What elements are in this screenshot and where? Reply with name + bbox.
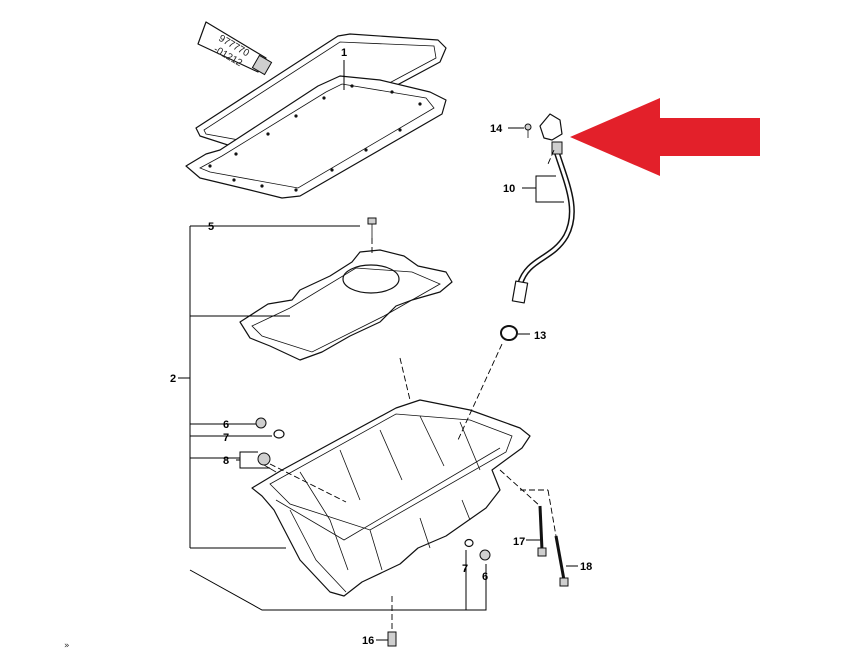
- callout-6-lower: 6: [482, 571, 488, 583]
- leader-lines: [178, 60, 578, 641]
- lower-gasket-plate: [185, 75, 447, 199]
- callout-1: 1: [341, 47, 347, 59]
- drain-plug-lower: [464, 538, 491, 561]
- callout-2: 2: [170, 373, 176, 385]
- assembly-lines: [269, 149, 557, 630]
- bolt-16: [387, 631, 397, 647]
- bolt-18: [554, 535, 569, 587]
- sealant-tube: 977770 -01212: [197, 21, 273, 76]
- callout-17: 17: [513, 536, 525, 548]
- drain-plug-upper: [255, 417, 285, 473]
- callout-16: 16: [362, 635, 374, 647]
- callout-14: 14: [490, 123, 503, 135]
- callout-7-upper: 7: [223, 432, 229, 444]
- baffle-plate: [239, 249, 453, 361]
- callout-13: 13: [534, 330, 546, 342]
- callout-18: 18: [580, 561, 592, 573]
- highlight-arrow-shape: [570, 98, 760, 176]
- callout-5: 5: [208, 221, 214, 233]
- bolt-5: [367, 217, 377, 238]
- footnote-marker: »: [64, 641, 70, 651]
- callout-8: 8: [223, 455, 229, 467]
- callout-labels: 1 2 5 6 7 8 10 13 14 7 6 16 17 18: [170, 47, 592, 647]
- highlight-arrow: [570, 98, 760, 176]
- dipstick-assembly: [500, 113, 575, 341]
- callout-10: 10: [503, 183, 515, 195]
- oil-pan: [251, 399, 531, 597]
- bolt-17: [537, 505, 547, 557]
- callout-6-upper: 6: [223, 419, 229, 431]
- callout-7-lower: 7: [462, 563, 468, 575]
